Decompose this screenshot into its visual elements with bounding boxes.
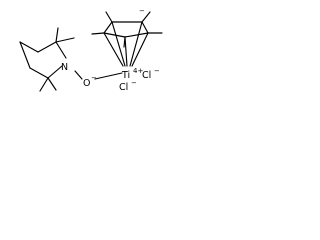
oxygen-charge: − (91, 74, 97, 82)
piperidine-ring (19, 41, 67, 79)
methyl-groups (39, 27, 75, 92)
cp-methyl-2 (141, 11, 151, 23)
n-o-bond (74, 70, 83, 80)
methyl-bond-3 (39, 77, 49, 92)
chloride-2-charge: − (154, 67, 160, 75)
cp-ti-coordination (103, 21, 149, 67)
titanium-charge: 4+ (133, 67, 143, 75)
nitrogen-label: N (61, 62, 68, 73)
cp-bond-5 (103, 21, 113, 34)
cp-ti-line-3 (131, 32, 149, 67)
o-ti-bond (94, 72, 123, 80)
methyl-bond-4 (47, 77, 57, 91)
cp-ti-line-2 (129, 21, 143, 67)
methyl-bond-2 (55, 27, 59, 43)
cp-bond-3 (124, 32, 149, 38)
ring-bond-c4-c5 (19, 41, 31, 69)
chloride-1-label: Cl (119, 82, 128, 93)
cp-bond-2 (141, 21, 149, 34)
ring-bond-c2-c3 (37, 41, 57, 53)
oxygen-label: O (83, 78, 90, 89)
cp-methyl-1 (105, 11, 113, 23)
chloride-2-label: Cl (142, 70, 151, 81)
cp-methyl-4 (91, 32, 105, 35)
cp-ti-line-4 (103, 32, 124, 67)
chloride-1-charge: − (131, 79, 137, 87)
chemical-structure: N O − Ti 4+ Cl − Cl − − (19, 7, 163, 93)
cyclopentadienyl-ring (91, 11, 163, 48)
ring-bond-c3-c4 (19, 41, 39, 53)
ring-bond-c5-c6 (29, 67, 49, 79)
ring-bond-c2-n (55, 41, 67, 59)
cp-ti-line-1 (111, 21, 126, 67)
methyl-bond-1 (55, 37, 75, 43)
cp-charge: − (139, 7, 145, 15)
titanium-label: Ti (121, 70, 130, 81)
ring-bond-c6-n (47, 65, 63, 79)
cp-ti-line-5 (124, 36, 128, 67)
cp-bond-4 (103, 32, 126, 38)
